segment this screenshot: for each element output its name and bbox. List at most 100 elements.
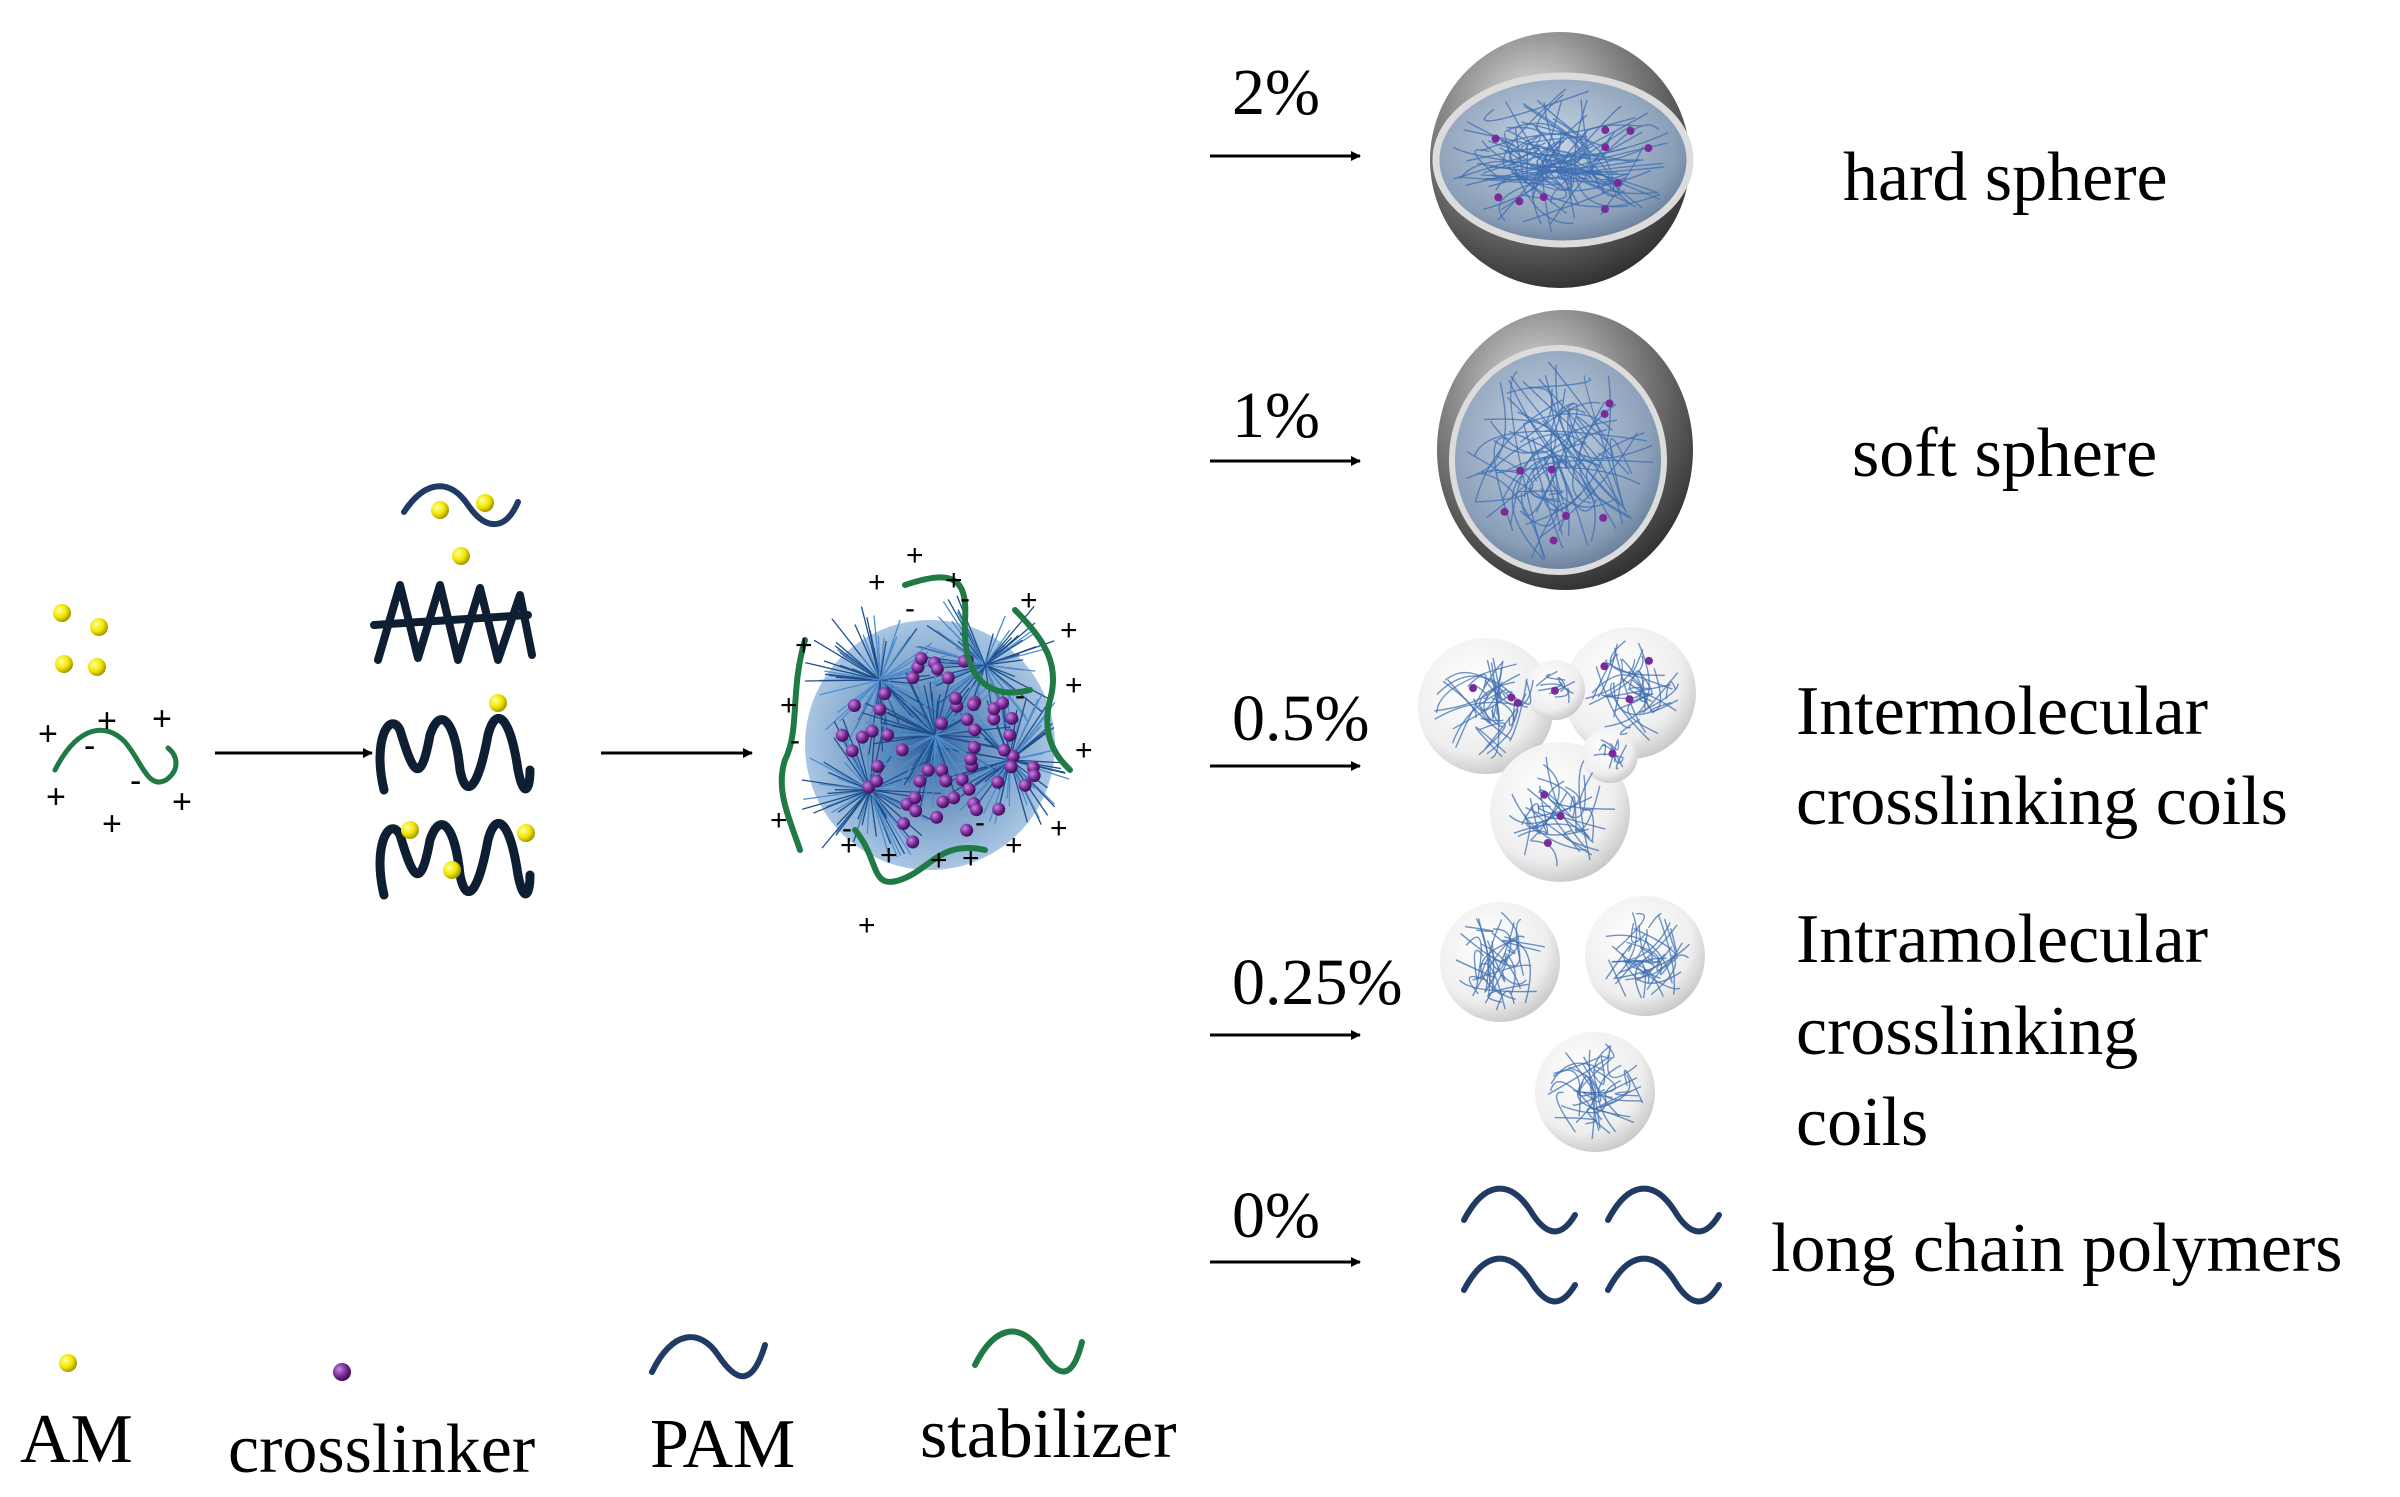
crosslinker-dot xyxy=(873,703,886,716)
outcome-label: crosslinking xyxy=(1796,997,2138,1067)
outcome-label: coils xyxy=(1796,1088,1928,1158)
outcome-label: crosslinking coils xyxy=(1796,767,2288,837)
crosslinker-dot xyxy=(846,744,859,757)
legend-label-pam: PAM xyxy=(650,1410,795,1480)
crosslinker-dot xyxy=(1626,127,1634,135)
percent-label: 2% xyxy=(1232,60,1320,126)
stage-monomer-solution: +++ +++ -- xyxy=(38,604,192,843)
am-molecule xyxy=(517,824,535,842)
crosslinker-dot xyxy=(1644,144,1652,152)
crosslinker-dot xyxy=(1645,657,1653,665)
crosslinker-legend-icon xyxy=(333,1363,351,1381)
crosslinker-dot xyxy=(964,753,977,766)
percent-label: 1% xyxy=(1232,383,1320,449)
crosslinker-dot xyxy=(992,803,1005,816)
svg-text:+: + xyxy=(858,909,876,942)
stage-micelle xyxy=(374,486,535,895)
crosslinker-dot xyxy=(968,723,981,736)
long-chain-polymer xyxy=(1608,1259,1719,1302)
svg-text:-: - xyxy=(84,727,95,765)
long-chain-polymer xyxy=(1608,1189,1719,1232)
pam-chain xyxy=(404,486,518,524)
crosslinker-dot xyxy=(968,741,981,754)
crosslinker-dot xyxy=(1540,193,1548,201)
am-molecule xyxy=(53,604,71,622)
svg-text:+: + xyxy=(97,702,117,740)
svg-text:-: - xyxy=(1015,679,1025,712)
svg-text:+: + xyxy=(102,805,122,843)
crosslinker-dot xyxy=(1507,693,1515,701)
crosslinker-dot xyxy=(930,811,943,824)
am-molecule xyxy=(88,658,106,676)
crosslinker-dot xyxy=(936,795,949,808)
crosslinker-dot xyxy=(1557,812,1565,820)
helical-stabilizer xyxy=(374,585,532,660)
long-chain-polymer xyxy=(1464,1259,1575,1302)
crosslinker-dot xyxy=(991,776,1004,789)
crosslinker-dot xyxy=(1005,712,1018,725)
svg-text:+: + xyxy=(868,566,886,599)
crosslinker-dot xyxy=(942,671,955,684)
am-molecule xyxy=(489,694,507,712)
crosslinker-dot xyxy=(913,775,926,788)
crosslinker-dot xyxy=(1601,143,1609,151)
legend-label-crosslinker: crosslinker xyxy=(228,1415,535,1485)
svg-text:+: + xyxy=(1075,734,1093,767)
crosslinker-dot xyxy=(1540,791,1548,799)
svg-text:+: + xyxy=(1050,812,1068,845)
long-chain-polymer xyxy=(1464,1189,1575,1232)
svg-text:+: + xyxy=(930,844,948,877)
legend-label-am: AM xyxy=(20,1405,133,1475)
svg-text:+: + xyxy=(172,783,192,821)
crosslinker-dot xyxy=(1548,466,1556,474)
crosslinker-dot xyxy=(1005,760,1018,773)
crosslinker-dot xyxy=(856,731,869,744)
crosslinker-dot xyxy=(1514,699,1522,707)
crosslinker-dot xyxy=(871,760,884,773)
crosslinker-dot xyxy=(963,783,976,796)
am-molecule xyxy=(90,618,108,636)
crosslinker-dot xyxy=(896,743,909,756)
am-legend-icon xyxy=(59,1354,77,1372)
crosslinker-dot xyxy=(1550,536,1558,544)
crosslinker-dot xyxy=(1551,687,1559,695)
crosslinker-dot xyxy=(961,713,974,726)
crosslinker-dot xyxy=(1614,179,1622,187)
crosslinker-dot xyxy=(1609,750,1617,758)
crosslinker-dot xyxy=(870,775,883,788)
crosslinker-dot xyxy=(848,699,861,712)
svg-text:+: + xyxy=(795,629,813,662)
crosslinker-dot xyxy=(967,698,980,711)
outcome-label: long chain polymers xyxy=(1771,1214,2343,1284)
legend xyxy=(59,1332,1082,1381)
outcome-label: Intramolecular xyxy=(1796,905,2208,975)
crosslinker-dot xyxy=(935,717,948,730)
crosslinker-dot xyxy=(1501,508,1509,516)
svg-text:+: + xyxy=(46,778,66,816)
svg-text:+: + xyxy=(1020,584,1038,617)
am-molecule xyxy=(476,494,494,512)
crosslinker-dot xyxy=(939,774,952,787)
percent-label: 0% xyxy=(1232,1183,1320,1249)
svg-text:-: - xyxy=(975,806,985,839)
stage-nanogel-cluster: +++ +++ +++ +++ +++ ++- --- -- xyxy=(770,539,1093,942)
percent-label: 0.25% xyxy=(1232,950,1402,1016)
step-intramolecular xyxy=(1210,896,1705,1152)
svg-text:-: - xyxy=(130,762,141,800)
crosslinker-dot xyxy=(998,744,1011,757)
crosslinker-dot xyxy=(1469,684,1477,692)
crosslinker-dot xyxy=(931,662,944,675)
stabilizer-legend-icon xyxy=(975,1332,1082,1372)
crosslinker-dot xyxy=(836,729,849,742)
svg-text:+: + xyxy=(152,700,172,738)
am-molecule xyxy=(401,821,419,839)
crosslinker-dot xyxy=(1516,467,1524,475)
crosslinker-dot xyxy=(1626,695,1634,703)
outcome-label: soft sphere xyxy=(1852,419,2157,489)
crosslinker-dot xyxy=(1599,514,1607,522)
crosslinker-dot xyxy=(949,692,962,705)
pam-legend-icon xyxy=(652,1337,765,1376)
crosslinker-dot xyxy=(1028,769,1041,782)
percent-label: 0.5% xyxy=(1232,686,1369,752)
am-molecule xyxy=(452,547,470,565)
